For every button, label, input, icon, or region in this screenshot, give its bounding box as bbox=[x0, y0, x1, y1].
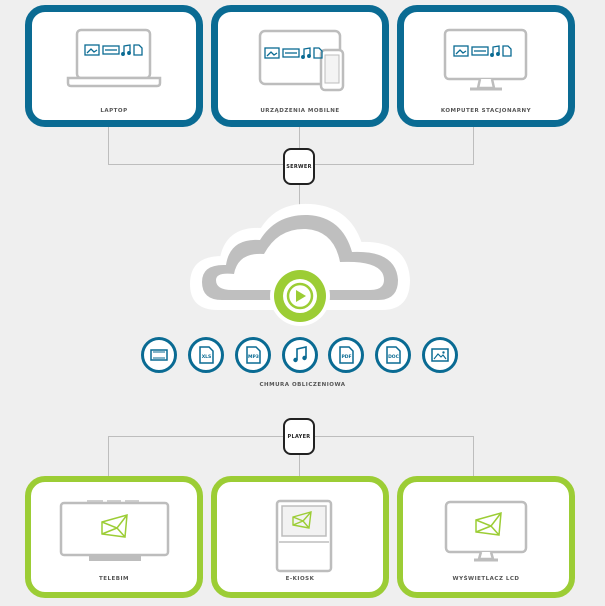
xls-text: XLS bbox=[202, 354, 212, 360]
xls-file-icon: XLS bbox=[199, 346, 214, 364]
connector-telebim bbox=[108, 436, 109, 476]
card-desktop[interactable]: KOMPUTER STACJONARNY bbox=[397, 5, 575, 127]
telebim-label: TELEBIM bbox=[99, 576, 129, 582]
laptop-label: LAPTOP bbox=[100, 108, 128, 114]
mp3-text: MP3 bbox=[248, 354, 259, 360]
xls-file-circle: XLS bbox=[188, 337, 224, 373]
doc-file-icon: DOC bbox=[386, 346, 401, 364]
connector-laptop bbox=[108, 125, 109, 164]
card-lcd[interactable]: WYŚWIETLACZ LCD bbox=[397, 476, 575, 598]
mp3-file-circle: MP3 bbox=[235, 337, 271, 373]
connector-mobile bbox=[299, 125, 300, 148]
player-label: PLAYER bbox=[287, 433, 311, 440]
kiosk-icon bbox=[275, 499, 333, 573]
desktop-monitor-icon bbox=[443, 28, 528, 91]
connector-server-cloud bbox=[299, 185, 300, 207]
lcd-label: WYŚWIETLACZ LCD bbox=[452, 576, 520, 582]
kiosk-label: E-KIOSK bbox=[285, 576, 315, 582]
video-icon bbox=[150, 349, 168, 361]
doc-text: DOC bbox=[388, 354, 400, 360]
card-telebim[interactable]: TELEBIM bbox=[25, 476, 203, 598]
connector-kiosk bbox=[299, 455, 300, 476]
connector-lcd bbox=[473, 436, 474, 476]
desktop-label: KOMPUTER STACJONARNY bbox=[440, 108, 532, 114]
mobile-label: URZĄDZENIA MOBILNE bbox=[260, 108, 340, 114]
doc-file-circle: DOC bbox=[375, 337, 411, 373]
video-file-circle bbox=[141, 337, 177, 373]
music-file-circle bbox=[282, 337, 318, 373]
tablet-phone-icon bbox=[258, 29, 345, 92]
server-label: SERWER bbox=[286, 163, 312, 170]
image-icon bbox=[431, 348, 449, 362]
connector-desktop bbox=[473, 125, 474, 164]
pdf-file-circle: PDF bbox=[328, 337, 364, 373]
pdf-text: PDF bbox=[341, 354, 351, 360]
pdf-file-icon: PDF bbox=[339, 346, 354, 364]
cloud-label: CHMURA OBLICZENIOWA bbox=[259, 382, 346, 388]
cloud-play-icon bbox=[189, 203, 411, 326]
card-kiosk[interactable]: E-KIOSK bbox=[211, 476, 389, 598]
card-mobile[interactable]: URZĄDZENIA MOBILNE bbox=[211, 5, 389, 127]
music-note-icon bbox=[293, 346, 307, 363]
player-node[interactable]: PLAYER bbox=[283, 418, 315, 455]
mp3-file-icon: MP3 bbox=[246, 346, 261, 364]
card-laptop[interactable]: LAPTOP bbox=[25, 5, 203, 127]
laptop-icon bbox=[66, 28, 162, 88]
server-node[interactable]: SERWER bbox=[283, 148, 315, 185]
image-file-circle bbox=[422, 337, 458, 373]
lcd-display-icon bbox=[444, 500, 528, 562]
billboard-icon bbox=[59, 500, 170, 561]
